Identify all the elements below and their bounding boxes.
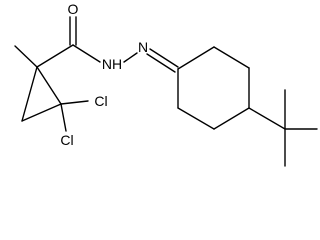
atom-label-n: N [138, 39, 148, 55]
bond-n-c-double-1 [149, 48, 179, 68]
bond-methyl [14, 45, 38, 68]
bond-ring-c1-c2 [21, 66, 38, 122]
bond-lines [14, 16, 318, 167]
atom-label-oxygen: O [68, 1, 79, 17]
bond-ring6-2 [213, 46, 250, 69]
bond-ring-c2-c3 [21, 103, 62, 122]
bond-ring-c3-c1 [36, 66, 62, 105]
bond-n-c-double-2 [146, 53, 176, 73]
atom-label-nh: NH [102, 56, 122, 72]
bond-ring-tbu [248, 107, 286, 130]
bond-c-nh [72, 44, 101, 63]
bond-c-cl-a [60, 100, 89, 105]
bond-c-carbonyl [36, 44, 74, 68]
chemical-structure-diagram: O NH N Cl Cl [14, 1, 318, 167]
atom-label-chlorine-b: Cl [60, 132, 73, 148]
bond-c-cl-b [60, 103, 67, 132]
bond-ring6-1 [177, 46, 215, 70]
bond-ring6-4 [213, 107, 250, 130]
bond-nh-n [123, 52, 138, 63]
bond-ring6-5 [177, 107, 215, 130]
atom-label-chlorine-a: Cl [94, 93, 107, 109]
atom-labels: O NH N Cl Cl [60, 1, 148, 148]
